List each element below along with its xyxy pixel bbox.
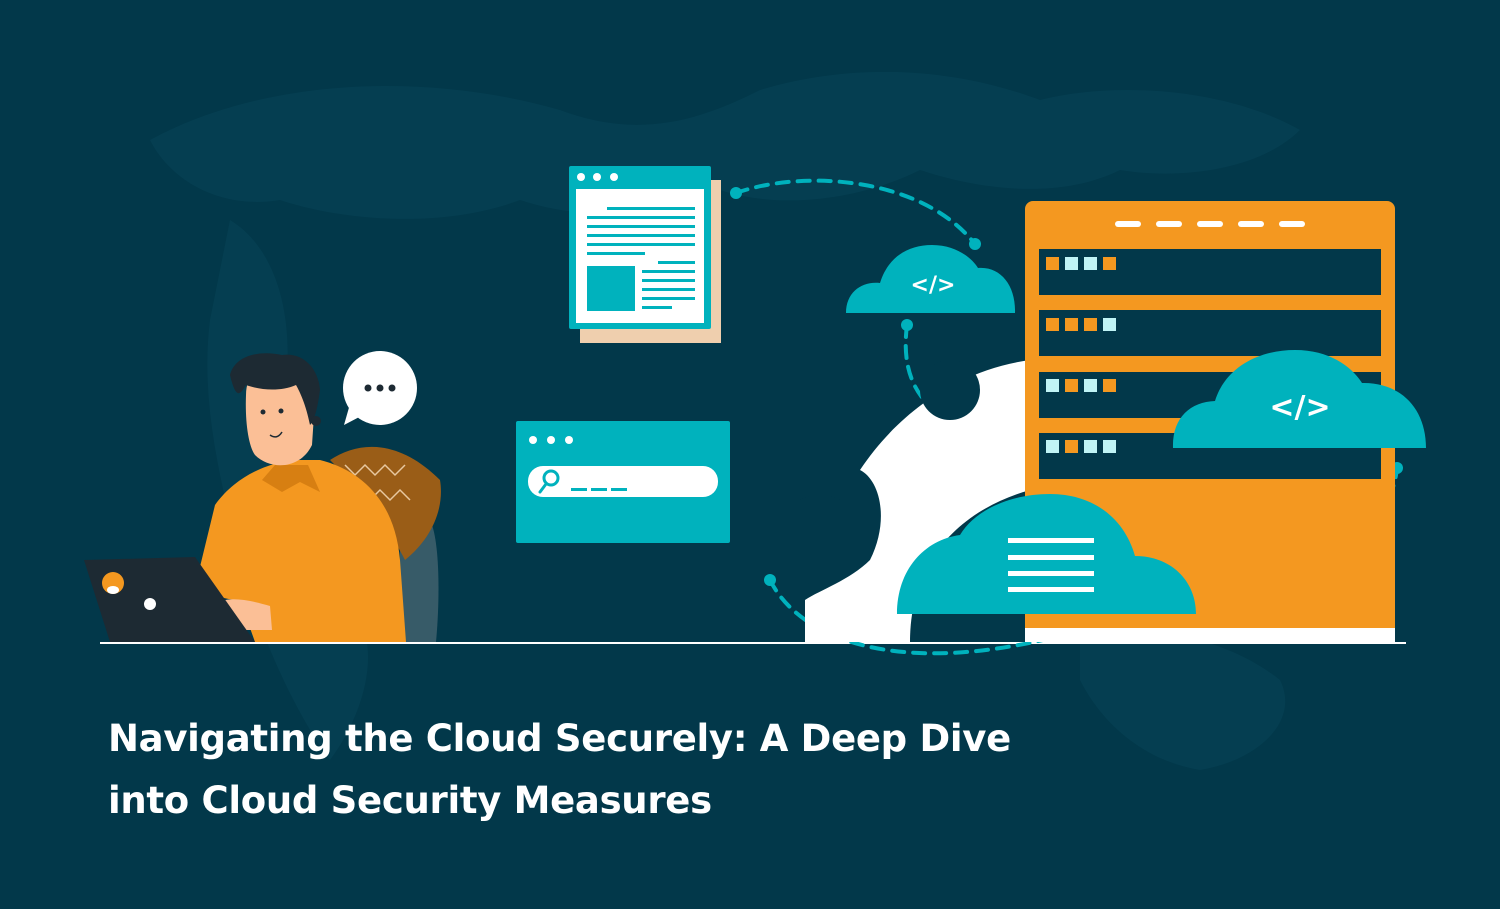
- person-illustration: [84, 353, 441, 642]
- banner-title: Navigating the Cloud Securely: A Deep Di…: [108, 708, 1011, 832]
- svg-text:</>: </>: [911, 273, 956, 298]
- banner-title-line1: Navigating the Cloud Securely: A Deep Di…: [108, 717, 1011, 760]
- web-page-icon: [569, 166, 721, 343]
- search-icon: [538, 469, 560, 494]
- cloud-code-icon-top: </>: [846, 245, 1016, 313]
- laptop-icon: [84, 557, 255, 642]
- speech-bubble-icon: [343, 351, 417, 425]
- search-window-icon: [516, 421, 730, 543]
- banner-title-line2: into Cloud Security Measures: [108, 779, 712, 822]
- chair-cushion: [330, 446, 441, 560]
- shirt: [198, 460, 406, 642]
- cloud-document-icon: [897, 494, 1196, 614]
- hair: [230, 353, 320, 425]
- svg-text:</>: </>: [1269, 390, 1330, 425]
- server-status-lights: [1046, 257, 1116, 453]
- cloud-code-icon-right: </>: [1172, 350, 1426, 448]
